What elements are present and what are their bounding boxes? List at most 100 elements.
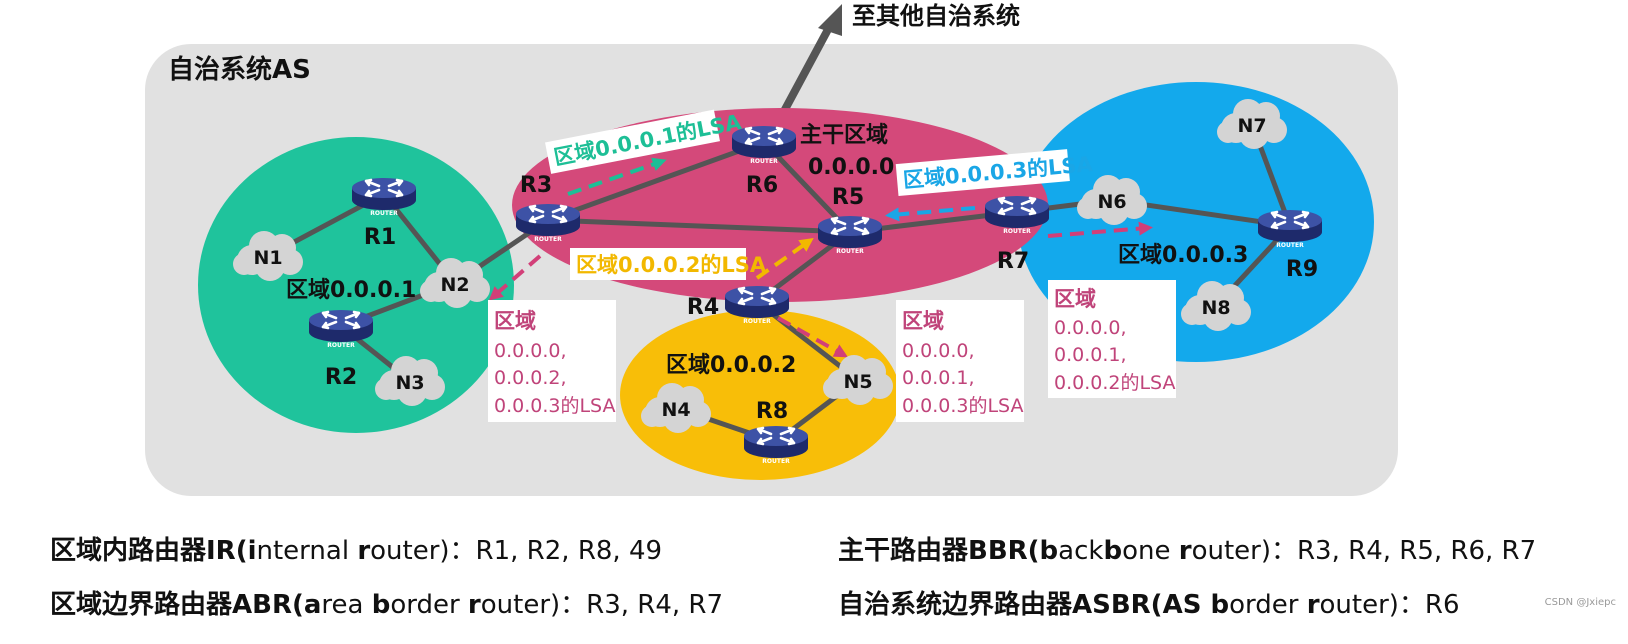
router-icon xyxy=(730,124,798,160)
network-n3-label: N3 xyxy=(395,372,424,394)
lsa-box-to-area1: 区域 0.0.0.0, 0.0.0.2, 0.0.0.3的LSA xyxy=(488,300,616,422)
lsa-box-to-area1-line3: 0.0.0.3的LSA xyxy=(494,395,615,417)
network-n6-label: N6 xyxy=(1097,191,1126,213)
lsa-box-to-area2-line1: 0.0.0.0, xyxy=(902,340,975,362)
lsa-arrow-to-area2 xyxy=(777,316,849,358)
other-as-label: 至其他自治系统 xyxy=(852,2,1020,30)
router-r4: ROUTER R4 xyxy=(687,284,791,325)
network-n5: N5 xyxy=(823,355,893,405)
router-r4-label: R4 xyxy=(687,295,719,320)
lsa-box-to-area2-title: 区域 xyxy=(902,309,944,333)
router-r7-label: R7 xyxy=(997,249,1029,274)
legend-asbr-t2: outer)：R6 xyxy=(1319,590,1460,620)
router-icon xyxy=(816,214,884,250)
router-icon xyxy=(307,308,375,344)
legend-bbr-t2: one xyxy=(1122,536,1179,566)
router-icon xyxy=(742,424,810,460)
router-r7: ROUTER R7 xyxy=(983,194,1051,274)
legend-abr-t2: order xyxy=(390,590,468,620)
ospf-area-diagram: 至其他自治系统 自治系统AS 区域0.0.0.1的LSA 区 xyxy=(145,2,1398,496)
router-r9-label: R9 xyxy=(1286,257,1318,282)
router-icon xyxy=(1256,208,1324,244)
legend-ir-t1: nternal xyxy=(256,536,358,566)
router-r5: ROUTER R5 xyxy=(816,185,884,255)
legend-ir-b1: i xyxy=(247,536,257,566)
legend-abr-prefix: 区域边界路由器ABR( xyxy=(50,590,304,620)
link-r3-r6 xyxy=(547,139,765,223)
router-icon xyxy=(514,202,582,238)
router-r1: ROUTER R1 xyxy=(350,176,418,250)
router-r9: ROUTER R9 xyxy=(1256,208,1324,282)
legend-abr-b1: a xyxy=(303,590,322,620)
router-icon xyxy=(723,284,791,320)
area2-label: 区域0.0.0.2 xyxy=(666,352,796,378)
router-r1-label: R1 xyxy=(364,225,396,250)
router-icon xyxy=(350,176,418,212)
network-n4-label: N4 xyxy=(661,399,690,421)
legend-abr-b2: b xyxy=(371,590,391,620)
lsa-tag-area2: 区域0.0.0.2的LSA xyxy=(570,248,767,280)
router-badge: ROUTER xyxy=(836,248,864,255)
lsa-box-to-area3: 区域 0.0.0.0, 0.0.0.1, 0.0.0.2的LSA xyxy=(1048,280,1176,398)
area1-label: 区域0.0.0.1 xyxy=(286,277,416,303)
legend-abr-b3: r xyxy=(467,590,481,620)
network-n2-label: N2 xyxy=(440,274,469,296)
lsa-tag-area2-text: 区域0.0.0.2的LSA xyxy=(576,253,767,277)
legend-asbr-b2: r xyxy=(1306,590,1320,620)
legend-backbone-router: 主干路由器BBR(backbone router)：R3, R4, R5, R6… xyxy=(838,530,1536,567)
router-badge: ROUTER xyxy=(743,318,771,325)
router-badge: ROUTER xyxy=(534,236,562,243)
router-icon xyxy=(983,194,1051,230)
router-badge: ROUTER xyxy=(370,210,398,217)
router-r5-label: R5 xyxy=(832,185,864,210)
lsa-box-to-area2-line2: 0.0.0.1, xyxy=(902,367,975,389)
router-badge: ROUTER xyxy=(327,342,355,349)
legend-asbr-t1: order xyxy=(1229,590,1307,620)
network-n7: N7 xyxy=(1217,99,1287,149)
lsa-box-to-area2-line3: 0.0.0.3的LSA xyxy=(902,395,1023,417)
router-r8: ROUTER R8 xyxy=(742,399,810,465)
network-n5-label: N5 xyxy=(843,371,872,393)
network-n3: N3 xyxy=(375,356,445,406)
legend-ir-prefix: 区域内路由器IR( xyxy=(50,536,248,566)
router-badge: ROUTER xyxy=(750,158,778,165)
legend-abr-t3: outer)：R3, R4, R7 xyxy=(480,590,724,620)
router-badge: ROUTER xyxy=(762,458,790,465)
router-r2-label: R2 xyxy=(325,365,357,390)
lsa-box-to-area3-line1: 0.0.0.0, xyxy=(1054,317,1127,339)
lsa-arrow-area1 xyxy=(567,157,667,196)
network-n8-label: N8 xyxy=(1201,297,1230,319)
legend-bbr-t1: ack xyxy=(1058,536,1104,566)
legend-bbr-t3: outer)：R3, R4, R5, R6, R7 xyxy=(1191,536,1537,566)
lsa-box-to-area1-line1: 0.0.0.0, xyxy=(494,340,567,362)
network-n7-label: N7 xyxy=(1237,115,1266,137)
lsa-box-to-area3-line2: 0.0.0.1, xyxy=(1054,344,1127,366)
lsa-box-to-area3-title: 区域 xyxy=(1054,287,1096,311)
router-badge: ROUTER xyxy=(1003,228,1031,235)
lsa-tag-area3: 区域0.0.0.3的LSA xyxy=(895,149,1094,196)
lsa-box-to-area1-line2: 0.0.0.2, xyxy=(494,367,567,389)
lsa-arrow-area3 xyxy=(885,206,976,222)
area-0-0-0-2 xyxy=(620,310,900,480)
lsa-box-to-area2: 区域 0.0.0.0, 0.0.0.1, 0.0.0.3的LSA xyxy=(896,300,1024,422)
link-r3-r5 xyxy=(547,217,851,235)
network-n1: N1 xyxy=(233,231,303,281)
network-n6: N6 xyxy=(1077,175,1147,225)
lsa-arrow-to-area1 xyxy=(488,254,542,301)
to-other-as-arrowhead xyxy=(818,4,842,36)
lsa-arrow-area2 xyxy=(755,237,814,280)
backbone-label-line1: 主干区域 xyxy=(800,122,888,148)
network-n1-label: N1 xyxy=(253,247,282,269)
router-r6: ROUTER R6 xyxy=(730,124,798,198)
router-r2: ROUTER R2 xyxy=(307,308,375,390)
legend-abr-t1: rea xyxy=(321,590,372,620)
router-r3: ROUTER R3 xyxy=(514,173,582,243)
network-n8: N8 xyxy=(1181,281,1251,331)
legend-bbr-b3: r xyxy=(1178,536,1192,566)
lsa-box-to-area1-title: 区域 xyxy=(494,309,536,333)
legend-bbr-prefix: 主干路由器BBR( xyxy=(838,536,1040,566)
area3-label: 区域0.0.0.3 xyxy=(1118,242,1248,268)
router-r6-label: R6 xyxy=(746,173,778,198)
backbone-label-line2: 0.0.0.0 xyxy=(808,155,894,180)
legend-bbr-b1: b xyxy=(1039,536,1059,566)
